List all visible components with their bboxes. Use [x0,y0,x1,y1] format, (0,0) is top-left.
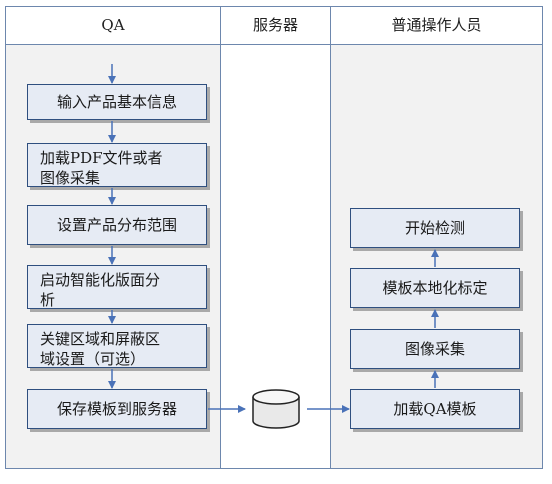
step-input-product-info: 输入产品基本信息 [27,84,207,120]
step-label-line2: 析 [40,291,56,309]
step-label: 输入产品基本信息 [56,93,177,111]
step-label: 设置产品分布范围 [56,216,177,234]
step-template-calibration: 模板本地化标定 [350,268,520,308]
lane-divider-server-operator [330,6,331,469]
step-label: 开始检测 [404,219,465,237]
header-divider [5,44,543,45]
step-label-line2: 域设置（可选） [40,350,146,368]
step-label: 图像采集 [404,340,465,358]
step-label-line1: 加载PDF文件或者 [40,149,163,167]
step-label: 保存模板到服务器 [56,400,177,418]
step-key-and-mask-regions: 关键区域和屏蔽区 域设置（可选） [27,324,207,368]
step-smart-layout-analysis: 启动智能化版面分 析 [27,265,207,309]
step-save-template-to-server: 保存模板到服务器 [27,389,207,429]
step-label-line1: 关键区域和屏蔽区 [40,330,161,348]
lane-divider-qa-server [220,6,221,469]
step-load-pdf-or-capture: 加载PDF文件或者 图像采集 [27,143,207,187]
step-start-inspection: 开始检测 [350,208,520,248]
database-cylinder-icon [252,389,300,429]
step-set-distribution-range: 设置产品分布范围 [27,205,207,245]
step-label: 加载QA模板 [393,400,477,418]
lane-title-qa: QA [101,16,125,34]
step-label-line2: 图像采集 [40,169,101,187]
step-label-line1: 启动智能化版面分 [40,271,161,289]
step-label: 模板本地化标定 [382,279,488,297]
step-image-capture: 图像采集 [350,329,520,369]
lane-title-server: 服务器 [252,16,298,34]
lane-title-operator: 普通操作人员 [391,16,482,34]
step-load-qa-template: 加载QA模板 [350,389,520,429]
diagram-frame [5,6,543,469]
